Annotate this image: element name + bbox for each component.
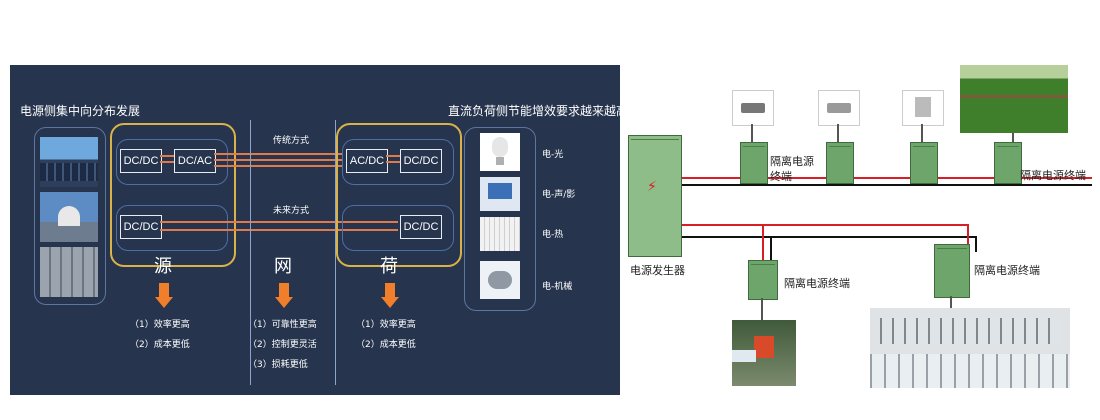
branch-1-red [762, 224, 764, 262]
grid-divider-left [250, 120, 251, 385]
grid-benefit-1: （1）可靠性更高 [248, 320, 317, 330]
source-image-panel [34, 127, 106, 305]
terminal-cabinet-6 [934, 244, 970, 298]
load-benefit-2: （2）成本更低 [356, 340, 416, 350]
greenhouse-image [870, 308, 1070, 388]
bus-black-bottom [682, 236, 976, 238]
power-plant-image [40, 192, 98, 242]
terminal-cabinet-5 [748, 260, 778, 300]
load-acdc-box: AC/DC [346, 149, 388, 173]
sprinkler-field-image [960, 65, 1068, 133]
bus-red-top [682, 177, 1092, 179]
solar-farm-image [40, 137, 98, 187]
source-group [110, 123, 236, 267]
bus-black-top [682, 184, 1092, 186]
terminal-cabinet-4 [994, 142, 1022, 184]
load-group [336, 123, 462, 267]
wire-future-1 [160, 221, 398, 223]
terminal-cabinet-3 [910, 142, 938, 184]
load-type-4: 电-机械 [542, 282, 573, 292]
terminal-label-4: 隔离电源终端 [974, 264, 1040, 277]
load-traditional-panel [342, 139, 454, 185]
wire-future-2 [160, 229, 398, 231]
bus-red-bottom [682, 224, 968, 226]
camera-2-image [818, 90, 860, 126]
header-right: 直流负荷侧节能增效要求越来越高 [448, 104, 620, 118]
load-future-panel [342, 205, 454, 251]
weather-link [921, 124, 923, 142]
load-dcdc-box: DC/DC [400, 149, 442, 173]
load-dcdc-future-box: DC/DC [400, 215, 442, 239]
wire-load-2 [386, 161, 400, 163]
terminal-cabinet-2 [826, 142, 854, 184]
col-source-label: 源 [154, 256, 172, 277]
source-dcdc-box: DC/DC [120, 149, 162, 173]
load-type-3: 电-热 [542, 230, 564, 240]
field-link [1012, 133, 1014, 142]
wire-trad-5 [214, 165, 342, 167]
load-benefit-1: （1）效率更高 [356, 320, 416, 330]
source-dcdc-future-box: DC/DC [120, 215, 162, 239]
terminal-cabinet-1 [740, 142, 768, 184]
dc-distribution-diagram: 电源侧集中向分布发展 直流负荷侧节能增效要求越来越高 DC/DC DC/AC D… [10, 65, 620, 395]
load-type-1: 电-光 [542, 150, 564, 160]
terminal-label-2: 隔离电源终端 [1020, 169, 1086, 182]
camera-1-link [751, 124, 753, 142]
laptop-image [480, 177, 520, 211]
greenhouse-link [950, 296, 952, 308]
isolated-power-system-diagram: ⚡ 电源发生器 隔离电源 终端 隔离电源终端 隔离电源终端 隔离电源终端 [620, 60, 1100, 410]
load-image-panel [464, 127, 536, 311]
wire-trad-3 [214, 153, 342, 155]
source-dcac-box: DC/AC [174, 149, 216, 173]
source-future-panel [116, 205, 228, 251]
camera-1-image [732, 90, 774, 126]
terminal-label-1b: 终端 [770, 170, 792, 183]
wire-load-1 [386, 155, 400, 157]
col-load-label: 荷 [380, 256, 398, 277]
heater-image [480, 217, 520, 251]
source-benefit-1: （1）效率更高 [130, 320, 190, 330]
weather-station-image [902, 90, 944, 126]
branch-1-black [770, 236, 772, 262]
load-type-2: 电-声/影 [542, 190, 576, 200]
wire-trad-2 [160, 161, 174, 163]
grid-benefit-3: （3）损耗更低 [248, 360, 308, 370]
power-generator-cabinet [628, 135, 682, 257]
wire-trad-1 [160, 155, 174, 157]
mode-traditional: 传统方式 [273, 136, 310, 146]
generator-label: 电源发生器 [630, 264, 685, 277]
mode-future: 未来方式 [273, 206, 310, 216]
terminal-label-3: 隔离电源终端 [784, 277, 850, 290]
branch-2-black [975, 236, 977, 252]
camera-2-link [837, 124, 839, 142]
grid-divider-right [335, 120, 336, 385]
header-left: 电源侧集中向分布发展 [20, 104, 141, 118]
wire-trad-4 [214, 159, 342, 161]
bulb-image [480, 133, 520, 171]
generator-symbol: ⚡ [647, 179, 657, 195]
source-benefit-2: （2）成本更低 [130, 340, 190, 350]
branch-2-red [967, 224, 969, 252]
motor-image [480, 261, 520, 299]
pump-link [761, 298, 763, 320]
col-grid-label: 网 [274, 256, 292, 277]
battery-storage-image [40, 247, 98, 297]
grid-benefit-2: （2）控制更灵活 [248, 340, 317, 350]
terminal-label-1a: 隔离电源 [770, 155, 814, 168]
source-traditional-panel [116, 139, 228, 185]
water-pump-image [732, 320, 796, 386]
